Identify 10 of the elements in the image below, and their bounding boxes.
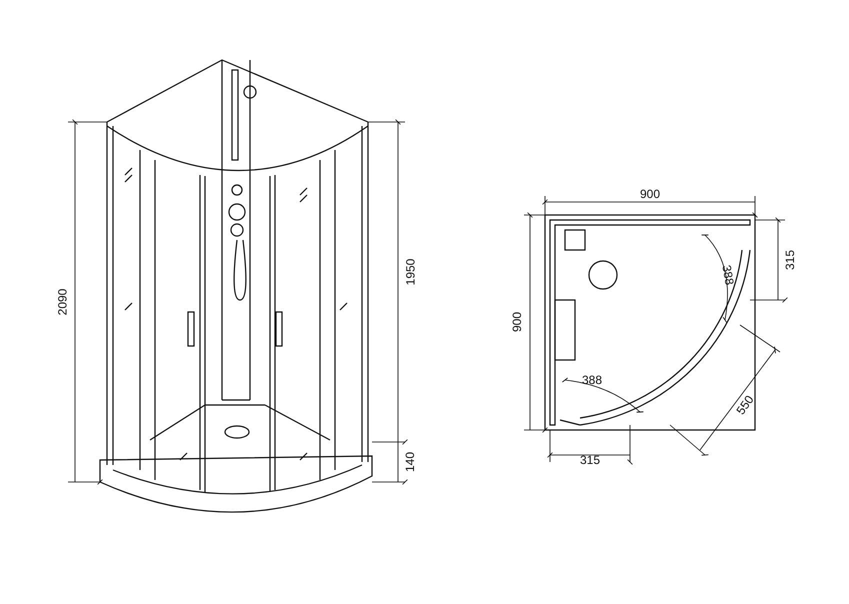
dimension-label: 550	[734, 392, 756, 418]
dimension-label: 388	[719, 264, 737, 286]
dimension-label: 2090	[54, 288, 69, 316]
dimension-label: 315	[580, 453, 600, 467]
dimension-label: 900	[640, 187, 660, 201]
dimension-label: 1950	[402, 258, 417, 286]
dimension-label: 140	[403, 452, 418, 472]
dimension-label: 900	[510, 312, 524, 332]
dimension-label: 388	[582, 373, 602, 387]
dimension-label: 315	[783, 250, 798, 270]
